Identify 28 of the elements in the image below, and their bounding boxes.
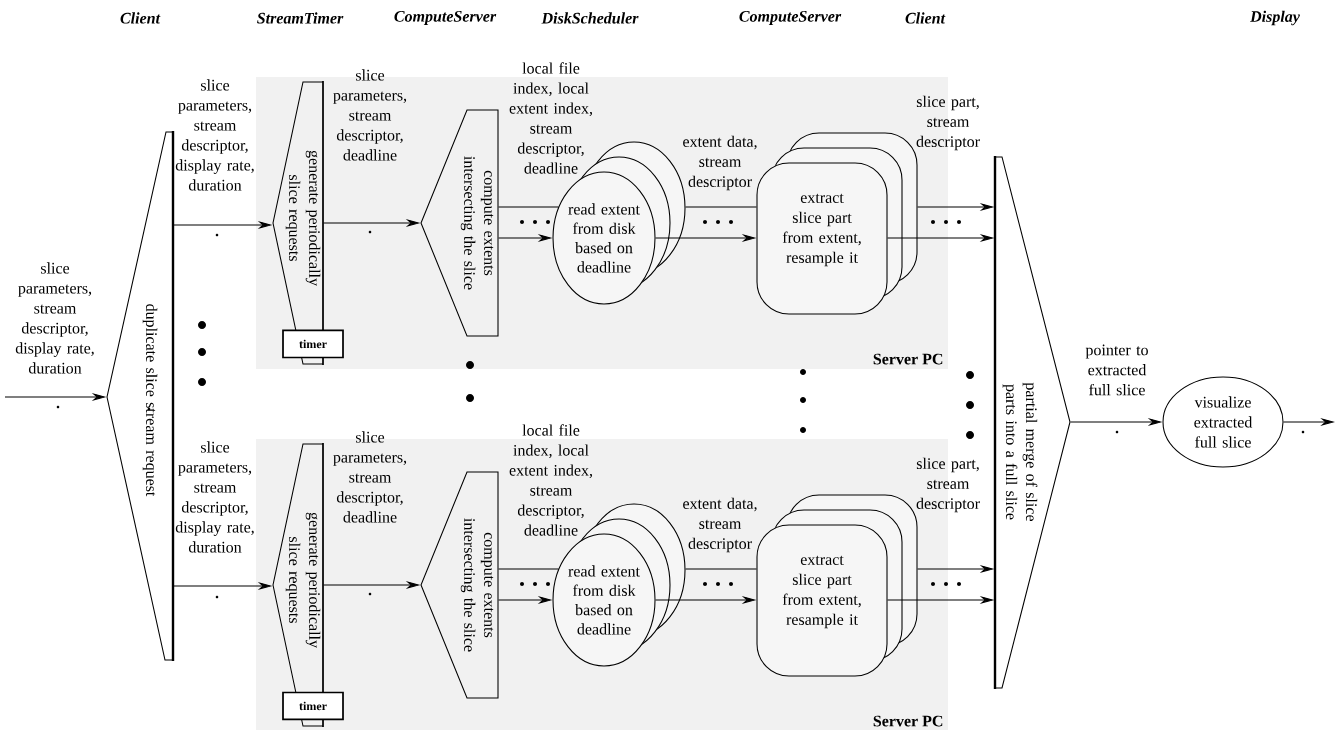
connector-line: [685, 206, 757, 208]
column-heading: ComputeServer: [739, 11, 842, 25]
column-heading: Client: [905, 12, 946, 24]
column-heading: ComputeServer: [394, 11, 497, 25]
tapered-box: duplicate slice stream request: [106, 131, 175, 661]
edge-label: slice parameters, stream descriptor, display rate, duration: [175, 441, 254, 553]
connector-line: [498, 568, 559, 570]
edge-label: extent data, stream descriptor: [683, 135, 757, 191]
column-heading: Display: [1250, 10, 1300, 26]
edge-label: slice parameters, stream descriptor, deadline: [333, 431, 407, 523]
edge-label: slice parameters, stream descriptor, display rate, duration: [15, 262, 94, 374]
edge-label: slice part, stream descriptor: [916, 457, 980, 513]
edge-label: pointer to extracted full slice: [1085, 344, 1148, 396]
edge-label: extent data, stream descriptor: [683, 497, 757, 553]
timer-box: timer: [282, 329, 344, 359]
tapered-box: partial merge of slice parts into a full slice: [993, 156, 1071, 689]
column-heading: DiskScheduler: [541, 12, 639, 24]
edge-label: slice part, stream descriptor: [916, 95, 980, 151]
timer-box: timer: [282, 691, 344, 721]
tapered-box: compute extents intersecting the slice: [420, 109, 499, 337]
column-heading: Client: [120, 12, 161, 24]
connector-line: [685, 568, 757, 570]
column-heading: StreamTimer: [257, 12, 344, 24]
tapered-box: compute extents intersecting the slice: [420, 471, 499, 699]
edge-label: slice parameters, stream descriptor, deadline: [333, 69, 407, 161]
ellipse-box: visualize extracted full slice: [1162, 376, 1284, 468]
connector-line: [498, 206, 559, 208]
edge-label: slice parameters, stream descriptor, display rate, duration: [175, 79, 254, 191]
